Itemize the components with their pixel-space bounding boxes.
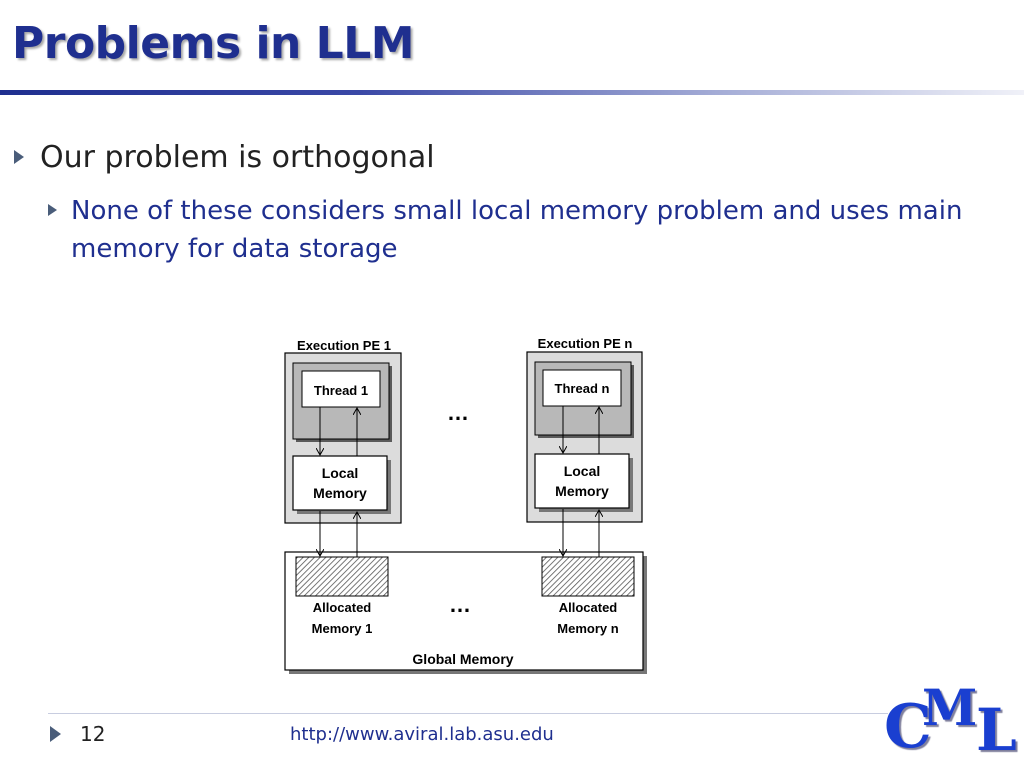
footer-arrow-icon <box>50 726 61 742</box>
local-memory-n-label-line1: Local <box>564 463 601 479</box>
pe-1-label: Execution PE 1 <box>297 338 391 353</box>
slide-title: Problems in LLM <box>12 18 415 69</box>
bullet-level-1: Our problem is orthogonal <box>14 138 435 178</box>
bullet-text: None of these considers small local memo… <box>71 196 963 264</box>
local-memory-1-box <box>292 455 388 511</box>
footer-url: http://www.aviral.lab.asu.edu <box>290 724 554 745</box>
thread-1-box <box>301 370 381 408</box>
logo-letter-l: L <box>976 696 1017 764</box>
footer-divider <box>48 713 888 714</box>
ellipsis-top: … <box>447 400 469 425</box>
bullet-arrow-icon <box>14 150 24 164</box>
bullet-level-2: None of these considers small local memo… <box>48 192 998 268</box>
ellipsis-bottom: … <box>449 592 471 617</box>
title-underline <box>0 90 1024 95</box>
page-number: 12 <box>80 722 106 746</box>
logo-letter-c: C <box>884 692 932 762</box>
thread-n-label: Thread n <box>555 381 610 396</box>
allocated-memory-1-label-line1: Allocated <box>313 600 372 615</box>
bullet-text: Our problem is orthogonal <box>40 140 435 175</box>
allocated-memory-n-box <box>541 556 635 597</box>
local-memory-n-box <box>534 453 630 509</box>
thread-1-label: Thread 1 <box>314 383 368 398</box>
local-memory-n-label-line2: Memory <box>555 483 609 499</box>
pe-n-label: Execution PE n <box>538 336 633 351</box>
global-memory-label: Global Memory <box>412 651 513 667</box>
thread-n-box <box>542 369 622 407</box>
local-memory-1-label-line1: Local <box>322 465 359 481</box>
local-memory-1-label-line2: Memory <box>313 485 367 501</box>
cml-logo: C M L <box>880 678 1024 768</box>
allocated-memory-n-label-line2: Memory n <box>557 621 618 636</box>
bullet-arrow-icon <box>48 204 57 216</box>
allocated-memory-1-label-line2: Memory 1 <box>312 621 373 636</box>
allocated-memory-1-box <box>295 556 389 597</box>
allocated-memory-n-label-line1: Allocated <box>559 600 618 615</box>
logo-letter-m: M <box>922 678 978 737</box>
